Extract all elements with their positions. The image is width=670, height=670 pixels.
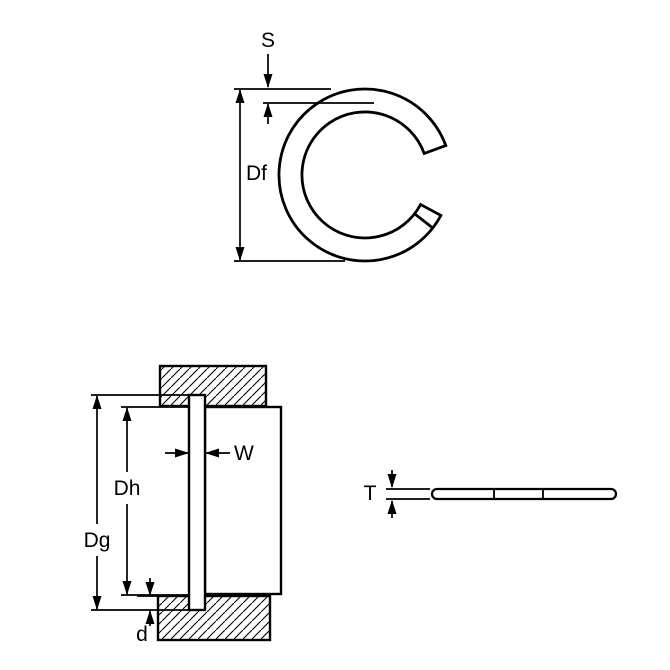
housing-section-view: Dh Dg W d: [84, 364, 283, 646]
ring-front-view: S Df: [234, 29, 448, 263]
housing-upper-block: [158, 364, 268, 408]
ring-end-step-line: [413, 212, 434, 230]
dg-label: Dg: [84, 529, 111, 552]
ring-edge-view: T: [364, 470, 618, 518]
d-label: d: [136, 623, 148, 646]
dh-label: Dh: [114, 477, 141, 500]
ring-cross-section-bar: [187, 393, 207, 612]
t-label: T: [364, 482, 377, 505]
s-label: S: [261, 29, 275, 52]
snap-ring-outline: [277, 87, 448, 263]
ring-edge-profile: [430, 487, 618, 501]
housing-lower-block: [156, 594, 272, 642]
df-label: Df: [246, 162, 267, 185]
retained-part: [203, 405, 283, 596]
w-label: W: [234, 442, 254, 465]
